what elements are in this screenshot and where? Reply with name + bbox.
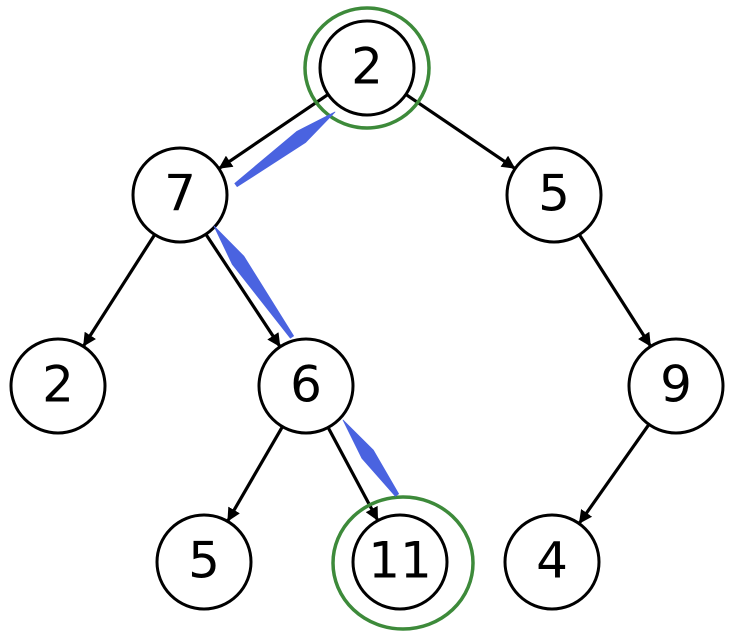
path-arrows-layer xyxy=(213,111,400,497)
node-left-left: 2 xyxy=(9,337,107,435)
node-root-label: 2 xyxy=(351,38,383,96)
node-root: 2 xyxy=(318,19,416,117)
edges-layer xyxy=(82,93,652,524)
path-arrow-left-right-to-left xyxy=(213,225,295,339)
node-left: 7 xyxy=(131,146,229,244)
node-left-right-right-circle xyxy=(351,513,449,611)
highlight-ring-root xyxy=(303,6,431,130)
node-left-right-label: 6 xyxy=(290,356,322,414)
path-arrow-left-right-right-to-left-right xyxy=(342,419,400,497)
edge-right-to-right-right xyxy=(577,233,652,347)
node-right: 5 xyxy=(505,146,603,244)
node-right-right-left-label: 4 xyxy=(536,532,568,590)
node-left-circle xyxy=(131,146,229,244)
node-right-right: 9 xyxy=(627,337,725,435)
edge-root-to-right xyxy=(404,93,516,170)
node-right-circle xyxy=(505,146,603,244)
node-left-left-label: 2 xyxy=(42,356,74,414)
node-right-label: 5 xyxy=(538,165,570,223)
node-right-right-label: 9 xyxy=(660,356,692,414)
node-left-right-left-circle xyxy=(155,513,253,611)
nodes-layer: 2 7 5 2 6 9 5 11 xyxy=(9,19,725,611)
node-right-right-left: 4 xyxy=(503,513,601,611)
edge-right-right-to-right-right-left xyxy=(578,423,651,524)
node-left-right: 6 xyxy=(257,337,355,435)
path-arrow-left-to-root xyxy=(234,111,336,188)
node-root-circle xyxy=(318,19,416,117)
node-left-right-circle xyxy=(257,337,355,435)
node-right-right-left-circle xyxy=(503,513,601,611)
edge-left-to-left-right xyxy=(204,233,281,348)
node-left-right-right-label: 11 xyxy=(368,532,432,590)
node-left-right-left: 5 xyxy=(155,513,253,611)
edge-root-to-left xyxy=(218,93,330,170)
edge-left-to-left-left xyxy=(82,233,157,347)
highlight-ring-left-right-right xyxy=(331,495,475,631)
node-left-right-left-label: 5 xyxy=(188,532,220,590)
node-left-right-right: 11 xyxy=(351,513,449,611)
highlights-layer xyxy=(303,6,475,631)
node-right-right-circle xyxy=(627,337,725,435)
node-left-label: 7 xyxy=(164,165,196,223)
node-left-left-circle xyxy=(9,337,107,435)
edge-left-right-to-left-right-left xyxy=(226,425,284,522)
